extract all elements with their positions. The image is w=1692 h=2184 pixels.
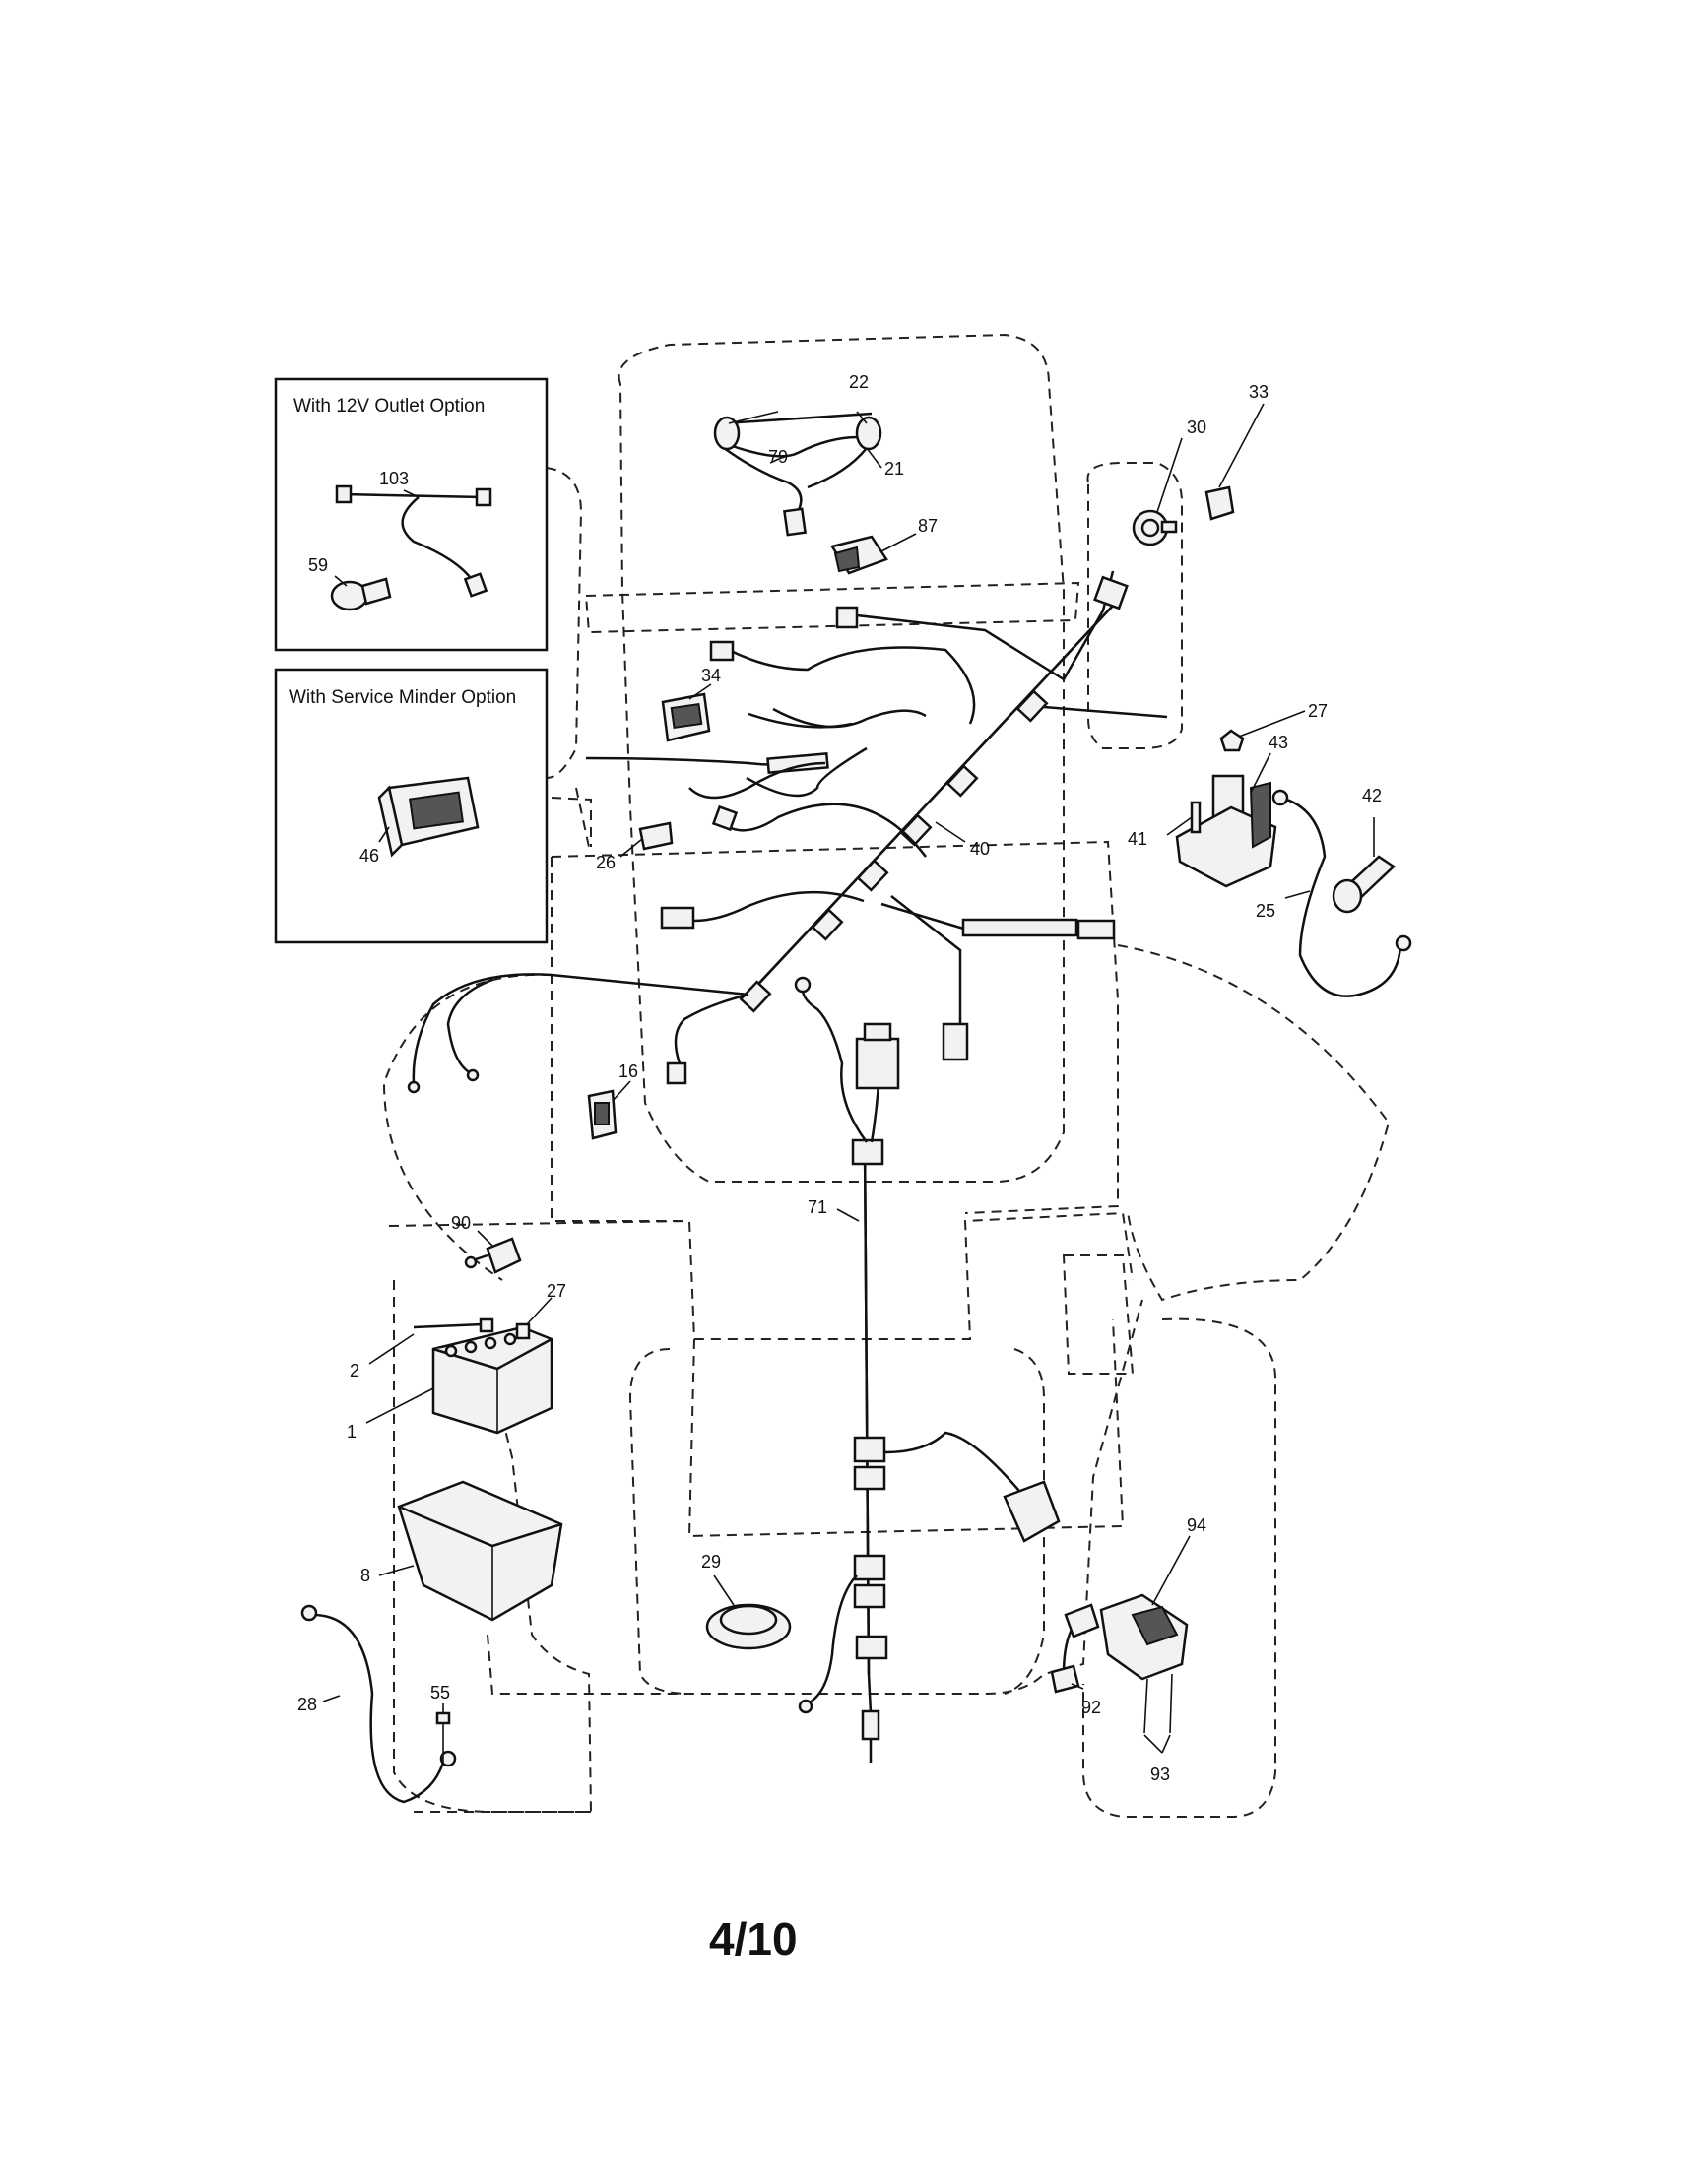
callout-59: 59 <box>308 555 328 575</box>
callout-29: 29 <box>701 1552 721 1572</box>
ignition-parts <box>1132 485 1235 546</box>
callout-46: 46 <box>359 846 379 866</box>
callout-26: 26 <box>596 853 616 872</box>
callout-21: 21 <box>884 459 904 479</box>
inset-service-minder-title: With Service Minder Option <box>289 687 516 708</box>
callout-79: 79 <box>768 447 788 467</box>
callout-40: 40 <box>970 839 990 859</box>
small-parts <box>464 692 711 1274</box>
callout-94: 94 <box>1187 1515 1206 1535</box>
inset-service-minder: With Service Minder Option <box>274 668 549 944</box>
callout-16: 16 <box>618 1061 638 1081</box>
callout-30: 30 <box>1187 418 1206 437</box>
callout-42: 42 <box>1362 786 1382 805</box>
callout-2: 2 <box>350 1361 359 1381</box>
harness-71 <box>794 976 1061 1763</box>
callout-71: 71 <box>808 1197 827 1217</box>
callout-103: 103 <box>379 469 409 488</box>
main-harness <box>407 570 1168 1094</box>
callout-34: 34 <box>701 666 721 685</box>
horn <box>705 1603 792 1650</box>
callout-25: 25 <box>1256 901 1275 921</box>
callout-93: 93 <box>1150 1765 1170 1784</box>
callout-92: 92 <box>1081 1698 1101 1717</box>
module-parts <box>1050 1593 1189 1734</box>
callout-43: 43 <box>1269 733 1288 752</box>
callout-27-solenoid: 27 <box>1308 701 1328 721</box>
headlight-harness <box>713 412 888 575</box>
callout-33: 33 <box>1249 382 1269 402</box>
callout-90: 90 <box>451 1213 471 1233</box>
inset-12v-outlet: With 12V Outlet Option <box>274 377 549 652</box>
callout-28: 28 <box>297 1695 317 1714</box>
battery-parts <box>300 1317 563 1804</box>
inset-12v-outlet-title: With 12V Outlet Option <box>293 396 485 417</box>
callouts: 1 2 8 16 21 22 25 26 27 27 28 29 30 33 3… <box>297 372 1382 1784</box>
callout-8: 8 <box>360 1566 370 1585</box>
tractor-outline <box>382 333 1391 1818</box>
solenoid-parts <box>1175 729 1412 997</box>
callout-27-battery: 27 <box>547 1281 566 1301</box>
callout-55: 55 <box>430 1683 450 1702</box>
callout-1: 1 <box>347 1422 357 1442</box>
callout-41: 41 <box>1128 829 1147 849</box>
page-number: 4/10 <box>709 1913 798 1964</box>
callout-22: 22 <box>849 372 869 392</box>
callout-87: 87 <box>918 516 938 536</box>
